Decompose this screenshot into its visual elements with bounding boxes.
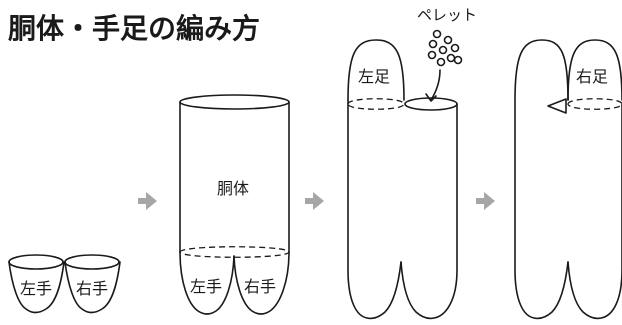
needle-icon [547,98,567,114]
right-arrow-icon [138,192,157,210]
stage-1-hands: 左手 右手 [8,254,121,314]
stage-4-finished: 右足 [514,39,622,320]
left-hand-label: 左手 [20,279,52,298]
stage-2-body: 胴体 左手 右手 [179,94,290,315]
body-top-opening [179,94,290,110]
body-label: 胴体 [217,179,249,198]
body-left-hand-label: 左手 [190,277,222,296]
pellet-label: ペレット [417,6,477,24]
right-hand-label: 右手 [76,279,108,298]
page-title: 胴体・手足の編み方 [8,12,260,45]
right-foot-label: 右足 [576,67,608,86]
pellet-icon [427,29,463,67]
stage-3-legs-pellets: 左足 ペレット [347,6,477,320]
right-arrow-icon [476,192,495,210]
right-hand-piece: 右手 [64,254,121,314]
left-foot-join-line [347,98,405,110]
body-right-hand-label: 右手 [244,277,276,296]
left-hand-piece: 左手 [8,254,65,314]
insert-arrow-icon [425,69,441,102]
left-foot-label: 左足 [358,67,390,86]
right-arrow-icon [305,192,324,210]
right-foot-join-line [567,98,622,110]
